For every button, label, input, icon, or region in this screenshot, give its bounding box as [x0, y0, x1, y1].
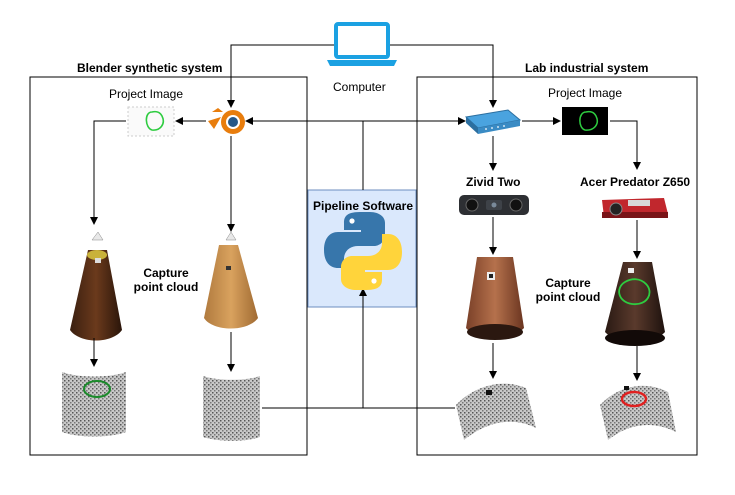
- lab-pointcloud-2: [600, 385, 676, 440]
- synthetic-cone-dark: [70, 231, 122, 341]
- zivid-camera-icon: [459, 195, 529, 215]
- right-project-image-label: Project Image: [548, 86, 623, 100]
- synthetic-cone-tan: [204, 231, 258, 329]
- acer-projector-label: Acer Predator Z650: [580, 175, 691, 189]
- zivid-camera-label: Zivid Two: [466, 175, 521, 189]
- computer-label: Computer: [333, 80, 386, 94]
- network-switch-icon: [464, 109, 522, 134]
- left-capture-line2: point cloud: [133, 280, 199, 294]
- right-system-box: [416, 76, 698, 456]
- lab-cone-rust: [466, 257, 524, 340]
- connector-projectimage-projector: [610, 120, 641, 170]
- computer-icon: [327, 22, 397, 66]
- lab-cone-dark: [605, 262, 665, 346]
- left-capture-label: Capture point cloud: [128, 266, 204, 294]
- right-capture-line1: Capture: [545, 276, 591, 290]
- blender-project-image: [127, 106, 175, 137]
- connector-computer-switch: [390, 44, 497, 108]
- blender-logo-icon: [208, 108, 245, 134]
- python-logo-icon: [324, 212, 402, 290]
- connector-computer-blender: [227, 44, 334, 108]
- left-capture-line1: Capture: [143, 266, 189, 280]
- lab-project-image: [562, 107, 608, 135]
- synthetic-pointcloud-1: [62, 372, 126, 437]
- right-capture-line2: point cloud: [535, 290, 601, 304]
- left-system-title: Blender synthetic system: [77, 61, 223, 75]
- right-capture-label: Capture point cloud: [530, 276, 606, 304]
- left-system-box: [29, 76, 308, 456]
- connector-projectimage-leftcone: [90, 120, 126, 225]
- right-system-title: Lab industrial system: [525, 61, 649, 75]
- left-project-image-label: Project Image: [109, 87, 184, 101]
- synthetic-pointcloud-2: [203, 376, 260, 441]
- connector-pointclouds-pipeline: [262, 288, 455, 409]
- lab-pointcloud-1: [456, 383, 536, 440]
- acer-projector-icon: [602, 198, 668, 218]
- pipeline-software-label: Pipeline Software: [313, 199, 414, 213]
